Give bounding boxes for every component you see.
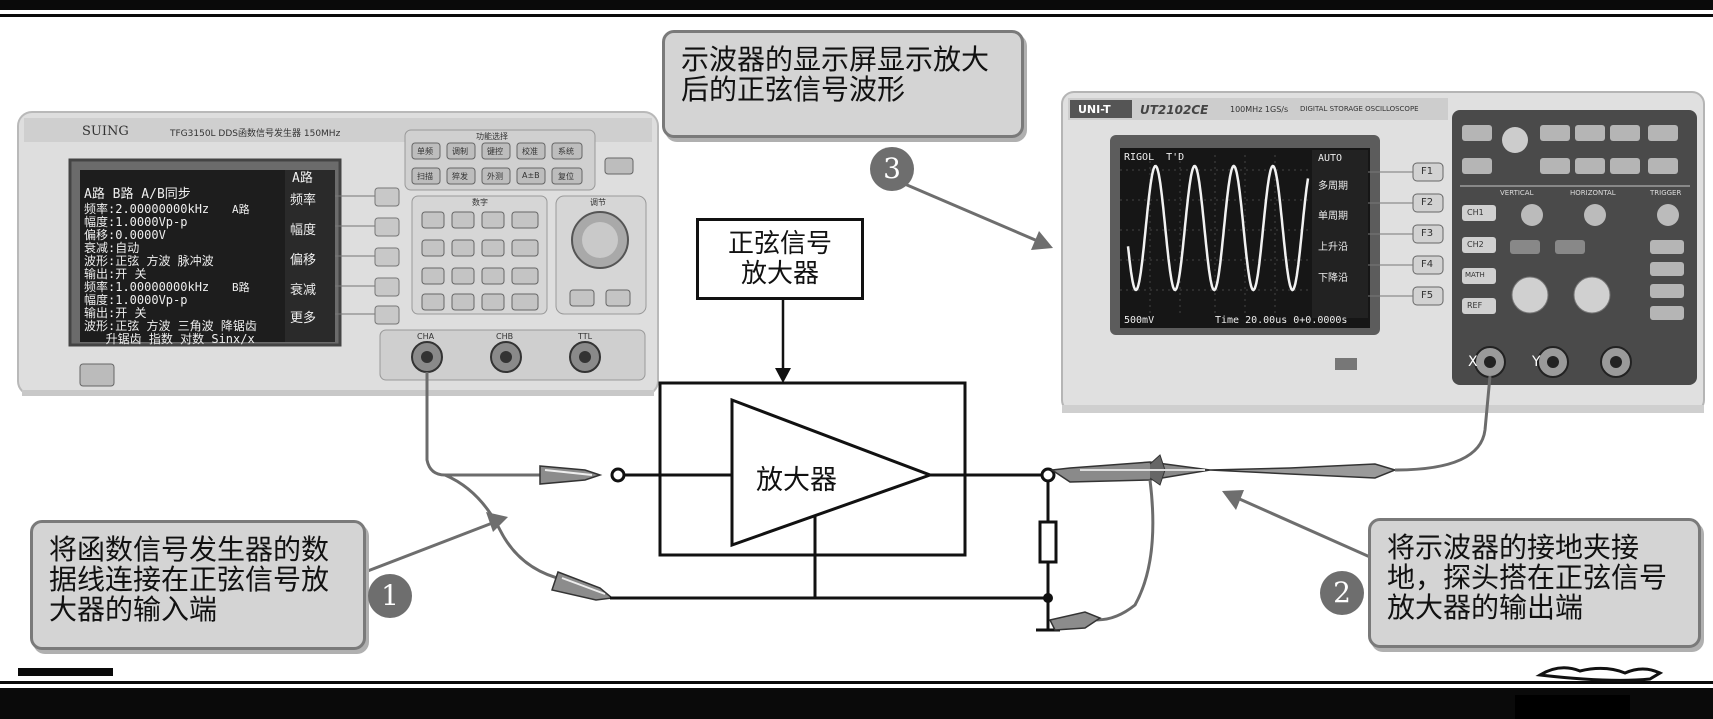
badge-2: 2 (1320, 571, 1364, 615)
amplifier-circuit (610, 238, 1060, 632)
generator-cable (425, 372, 566, 582)
gen-softkey-2: 幅度 (290, 223, 317, 238)
callout-2: 将示波器的接地夹接地，探头搭在正弦信号放大器的输出端 (1368, 518, 1701, 648)
gen-btn-r2-4[interactable]: A±B (522, 171, 540, 180)
gen-softkey-4: 衰减 (290, 283, 317, 298)
gen-btn-r1-2[interactable]: 调制 (452, 147, 468, 156)
gen-btn-r2-1[interactable]: 扫描 (417, 172, 433, 181)
amplifier-triangle-label: 放大器 (756, 465, 837, 496)
amplifier-box-label: 正弦信号放大器 (696, 218, 864, 300)
scope-menu-2: 多周期 (1318, 181, 1348, 192)
callout-3: 示波器的显示屏显示放大后的正弦信号波形 (662, 30, 1024, 138)
badge-3: 3 (870, 147, 914, 191)
box-arrow-head (775, 368, 791, 383)
callout-1-text: 将函数信号发生器的数据线连接在正弦信号放大器的输入端 (49, 533, 330, 626)
gen-btn-r1-4[interactable]: 校准 (522, 147, 538, 156)
callout-3-text: 示波器的显示屏显示放大后的正弦信号波形 (681, 43, 990, 106)
scope-desc: DIGITAL STORAGE OSCILLOSCOPE (1300, 105, 1419, 113)
scope-f1[interactable]: F1 (1421, 166, 1434, 177)
generator-port-cha: CHA (417, 332, 435, 341)
scope-ch2[interactable]: CH2 (1467, 240, 1484, 249)
gen-softkey-3: 偏移 (290, 253, 317, 268)
scope-input-x: X (1468, 354, 1478, 370)
scope-f4[interactable]: F4 (1421, 259, 1434, 270)
scope-input-y: Y (1532, 354, 1541, 370)
scope-section-horizontal: HORIZONTAL (1570, 189, 1616, 197)
bottom-left-mark (18, 668, 113, 676)
gen-btn-r2-5[interactable]: 复位 (558, 172, 574, 181)
output-terminal (1040, 467, 1056, 483)
generator-port-ttl: TTL (578, 332, 593, 341)
gen-btn-r1-5[interactable]: 系统 (558, 147, 574, 156)
scope-ref[interactable]: REF (1467, 301, 1483, 310)
scope-spec: 100MHz 1GS/s (1230, 105, 1289, 114)
scope-menu-5: 下降沿 (1318, 273, 1348, 284)
decor-scribble (1535, 666, 1664, 682)
gen-btn-r2-2[interactable]: 猝发 (452, 172, 468, 181)
gen-screen-block-a: 频率:2.00000000kHz 幅度:1.0000Vp-p 偏移:0.0000… (84, 202, 214, 281)
gen-screen-channel-b: B路 (232, 281, 250, 294)
scope-f3[interactable]: F3 (1421, 228, 1434, 239)
gen-softkey-5: 更多 (290, 311, 317, 326)
gen-btn-r2-3[interactable]: 外测 (487, 172, 503, 181)
scope-bottom-left: 500mV (1124, 315, 1155, 326)
scope-section-vertical: VERTICAL (1500, 189, 1534, 197)
scope-ch1[interactable]: CH1 (1467, 208, 1484, 217)
scope-menu-4: 上升沿 (1318, 242, 1348, 253)
top-bar (0, 0, 1713, 10)
generator-port-chb: CHB (496, 332, 514, 341)
ground-node (1043, 593, 1053, 603)
gen-btn-r1-3[interactable]: 键控 (487, 147, 503, 156)
input-clip-signal (539, 465, 603, 485)
generator-model: TFG3150L DDS函数信号发生器 150MHz (170, 129, 341, 139)
scope-f2[interactable]: F2 (1421, 197, 1434, 208)
gen-screen-tab-a: A路 (292, 171, 313, 186)
scope-menu-1: AUTO (1318, 153, 1343, 164)
badge-1: 1 (368, 574, 412, 618)
callout-arrows (364, 180, 1371, 574)
callout-1: 将函数信号发生器的数据线连接在正弦信号放大器的输入端 (30, 520, 366, 650)
scope-brand: UNI-T (1078, 103, 1111, 116)
scope-bottom-right: Time 20.00us 0+0.0000s (1215, 315, 1348, 326)
scope-math[interactable]: MATH (1465, 271, 1485, 279)
scope-f5[interactable]: F5 (1421, 290, 1434, 301)
bottom-tab (1515, 695, 1630, 719)
gen-screen-channel-a: A路 (232, 203, 250, 216)
callout-2-text: 将示波器的接地夹接地，探头搭在正弦信号放大器的输出端 (1387, 531, 1668, 624)
generator-keypad-title: 数字 (472, 198, 488, 207)
generator-brand: SUING (82, 124, 129, 139)
gen-btn-r1-1[interactable]: 单频 (417, 147, 433, 156)
bottom-bar-thin (0, 681, 1713, 684)
scope-menu-3: 单周期 (1318, 211, 1348, 222)
oscilloscope (1061, 91, 1705, 413)
gen-screen-block-b: 频率:1.00000000kHz 幅度:1.0000Vp-p 输出:开 关 波形… (84, 280, 257, 346)
generator-panel-title: 功能选择 (476, 132, 508, 141)
function-generator (17, 111, 659, 396)
input-clip-ground (551, 571, 614, 601)
generator-knob-title: 调节 (590, 198, 606, 207)
scope-probe (1048, 375, 1492, 631)
scope-waveform (1126, 164, 1310, 292)
scope-section-trigger: TRIGGER (1650, 189, 1682, 197)
bottom-bar (0, 688, 1713, 719)
gen-screen-line1: A路 B路 A/B同步 (84, 187, 191, 202)
input-terminal (610, 467, 626, 483)
gen-softkey-1: 频率 (290, 193, 317, 208)
scope-model: UT2102CE (1140, 103, 1209, 117)
scope-top-left: RIGOL T'D (1124, 152, 1185, 163)
top-bar-thin (0, 14, 1713, 17)
amplifier-box-label-text: 正弦信号放大器 (727, 229, 832, 289)
